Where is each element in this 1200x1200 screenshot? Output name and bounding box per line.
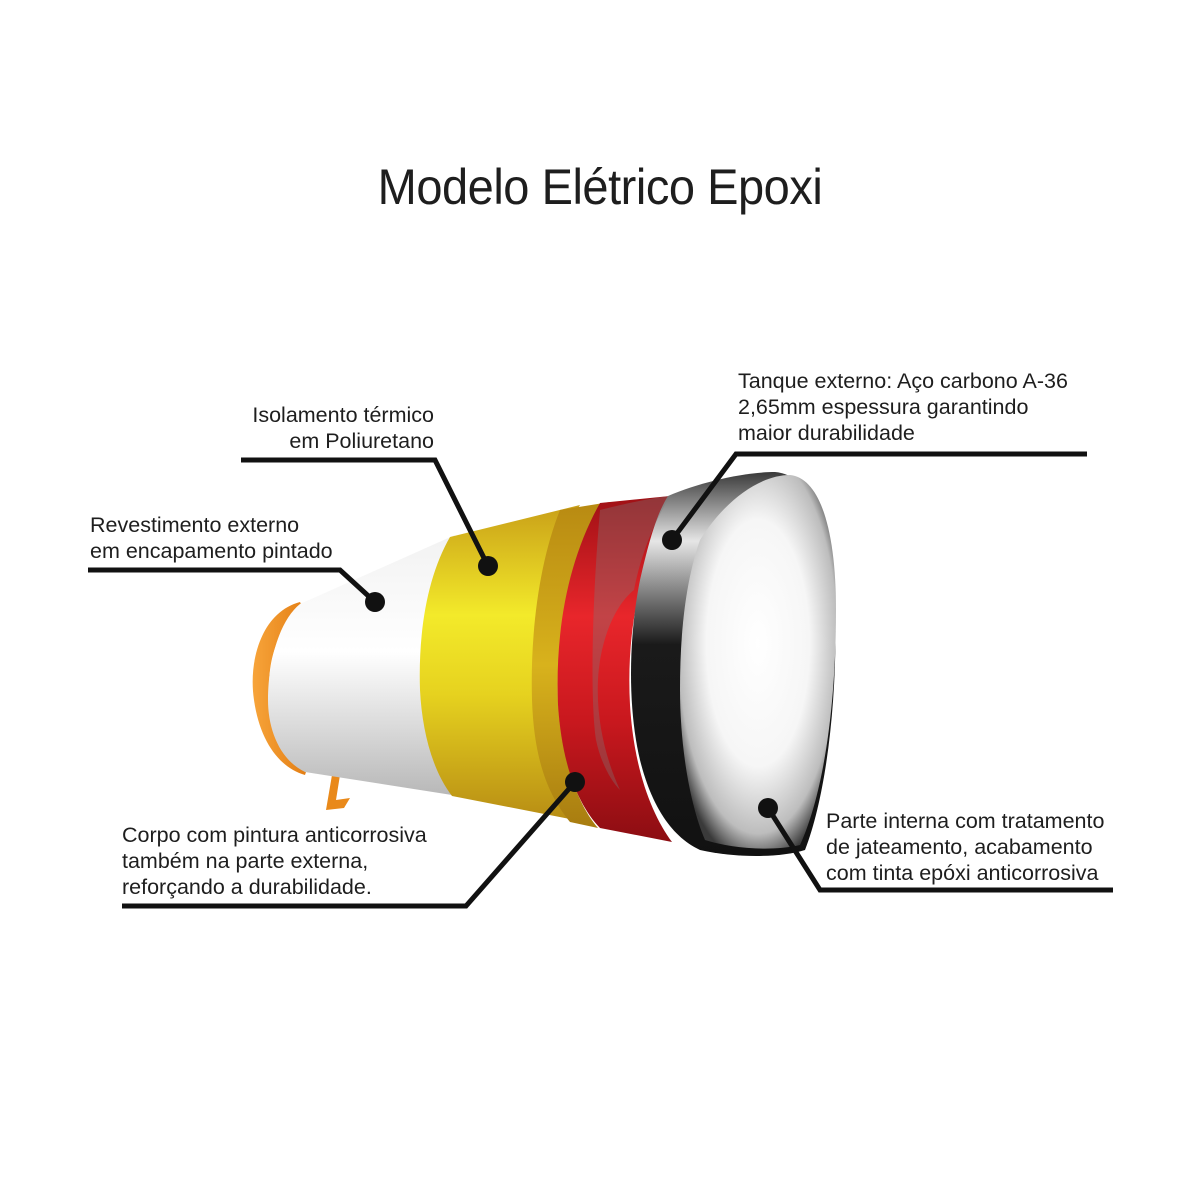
red-body-layer [557, 495, 680, 842]
label-tanque-line1: Tanque externo: Aço carbono A-36 [738, 369, 1068, 393]
leader-dots [365, 530, 778, 818]
label-corpo: Corpo com pintura anticorrosiva também n… [122, 822, 427, 900]
leader-lines [88, 451, 1113, 909]
label-tanque: Tanque externo: Aço carbono A-36 2,65mm … [738, 368, 1068, 446]
label-isolamento: Isolamento térmico em Poliuretano [252, 402, 434, 454]
leader-line-tanque [669, 451, 1087, 542]
dot-tanque [662, 530, 682, 550]
dot-revestimento [365, 592, 385, 612]
white-coating-layer [268, 535, 455, 795]
label-corpo-line3: reforçando a durabilidade. [122, 875, 372, 899]
label-corpo-line1: Corpo com pintura anticorrosiva [122, 823, 427, 847]
leader-line-isolamento [241, 457, 491, 568]
label-revestimento-line2: em encapamento pintado [90, 539, 333, 563]
label-interna-line2: de jateamento, acabamento [826, 835, 1093, 859]
dot-isolamento [478, 556, 498, 576]
label-isolamento-line1: Isolamento térmico [252, 403, 434, 427]
orange-rim-layer [252, 602, 350, 810]
yellow-insulation-layer [419, 502, 610, 828]
label-interna: Parte interna com tratamento de jateamen… [826, 808, 1104, 886]
label-revestimento: Revestimento externo em encapamento pint… [90, 512, 333, 564]
leader-line-revestimento [88, 567, 377, 604]
dot-interna [758, 798, 778, 818]
label-isolamento-line2: em Poliuretano [289, 429, 434, 453]
leader-line-corpo [122, 780, 577, 909]
dot-corpo [565, 772, 585, 792]
leader-line-interna [765, 806, 1113, 893]
label-tanque-line2: 2,65mm espessura garantindo [738, 395, 1029, 419]
inner-surface [680, 475, 836, 849]
label-interna-line1: Parte interna com tratamento [826, 809, 1105, 833]
label-revestimento-line1: Revestimento externo [90, 513, 300, 537]
label-interna-line3: com tinta epóxi anticorrosiva [826, 861, 1099, 885]
label-corpo-line2: também na parte externa, [122, 849, 369, 873]
diagram-title: Modelo Elétrico Epoxi [377, 159, 823, 215]
label-tanque-line3: maior durabilidade [738, 421, 915, 445]
